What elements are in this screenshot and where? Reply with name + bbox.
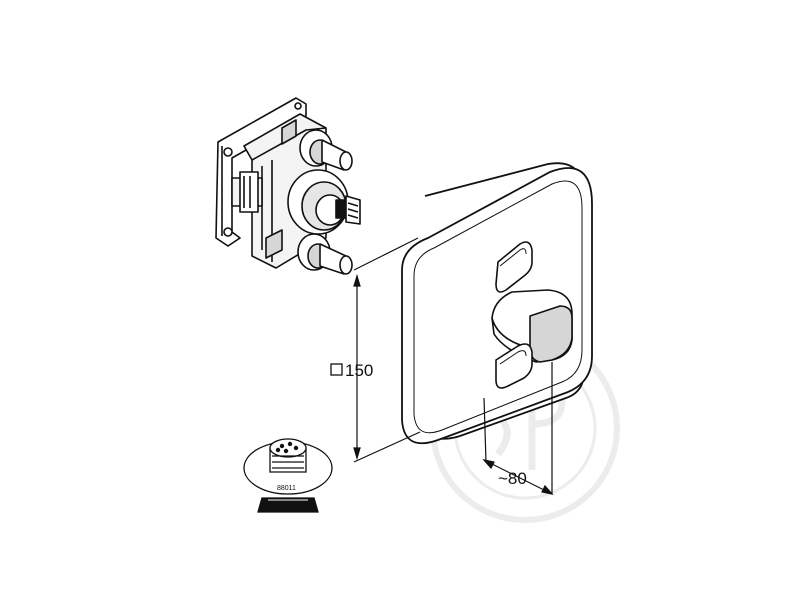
part-number-label: 88011	[277, 485, 296, 492]
lower-button	[495, 343, 533, 389]
accessory-part: 88011	[243, 438, 333, 513]
concealed-valve-body	[215, 97, 361, 275]
upper-button	[495, 241, 533, 293]
depth-dimension	[482, 362, 554, 495]
height-dimension	[353, 237, 421, 463]
square-symbol-icon	[330, 363, 343, 376]
height-label: 150	[345, 361, 373, 380]
height-label-group: 150	[330, 361, 373, 380]
control-buttons	[491, 241, 573, 389]
depth-label: ~80	[498, 469, 527, 488]
